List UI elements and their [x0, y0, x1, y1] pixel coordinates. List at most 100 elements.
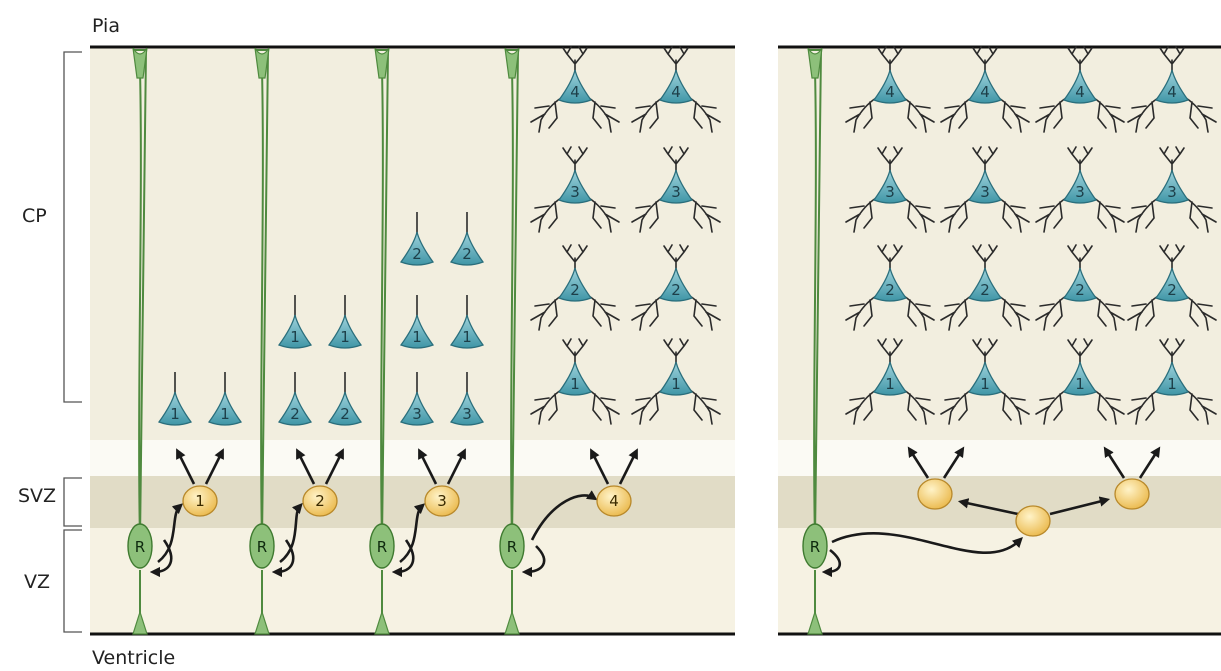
neuron-body — [872, 267, 908, 302]
neuron-output-arrow — [1103, 446, 1126, 479]
intermediate-progenitor: 2 — [302, 485, 338, 517]
neuron-layer-number: 2 — [885, 281, 895, 299]
neuron: 1 — [530, 338, 620, 425]
neuron-body — [557, 267, 593, 302]
neuron: 2 — [1035, 244, 1125, 331]
asymmetric-division-arrow — [530, 490, 598, 541]
neuron-layer-number: 1 — [290, 328, 300, 346]
neuron-body — [658, 69, 694, 104]
neuron: 2 — [530, 244, 620, 331]
neuron: 3 — [399, 372, 435, 426]
intermediate-progenitor: 1 — [182, 485, 218, 517]
apical-dendrite — [1159, 338, 1185, 367]
radial-fiber — [504, 49, 520, 541]
neuron-layer-number: 4 — [980, 83, 990, 101]
progenitor-number: 3 — [437, 492, 447, 510]
neuron-body — [1154, 361, 1190, 396]
neuron-body — [872, 169, 908, 204]
neuron-layer-number: 1 — [885, 375, 895, 393]
neuron: 2 — [631, 244, 721, 331]
basal-dendrites — [845, 197, 935, 233]
neuron-body — [658, 169, 694, 204]
apical-dendrite — [663, 146, 689, 175]
neuron-output-arrow — [446, 448, 466, 485]
neuron-body — [967, 169, 1003, 204]
neuron-body — [967, 361, 1003, 396]
progenitor-body — [917, 478, 953, 510]
svz-band — [778, 476, 1221, 528]
neuron-body — [327, 391, 363, 426]
neuron-layer-number: 4 — [1075, 83, 1085, 101]
neuron-layer-number: 3 — [462, 405, 472, 423]
apical-dendrite — [877, 146, 903, 175]
apical-dendrite — [562, 244, 588, 273]
amplifying-division-arrow — [957, 498, 1019, 516]
asymmetric-division-arrow — [279, 502, 303, 564]
neuron: 4 — [1035, 46, 1125, 133]
vz-band — [778, 528, 1221, 635]
neuron-layer-number: 1 — [1075, 375, 1085, 393]
progenitor-body — [182, 485, 218, 517]
apical-dendrite — [1067, 244, 1093, 273]
neuron-body — [967, 267, 1003, 302]
radial-glia-body — [127, 523, 153, 569]
svz-bracket — [63, 477, 82, 527]
neuron-body — [399, 231, 435, 266]
apical-dendrite — [663, 46, 689, 75]
division-arrows — [149, 446, 1161, 578]
neuron-layer-number: 1 — [570, 375, 580, 393]
progenitor-body — [1015, 505, 1051, 537]
vz-bracket — [63, 529, 82, 633]
apical-dendrite — [1067, 46, 1093, 75]
radial-glia-body — [369, 523, 395, 569]
neuron-body — [449, 231, 485, 266]
neuron: 2 — [845, 244, 935, 331]
neuron-layer-number: 4 — [570, 83, 580, 101]
ventricular-endfoot — [254, 610, 270, 635]
neuron-output-arrow — [618, 448, 638, 485]
self-renewal-arrow — [391, 539, 415, 578]
ventricle-label: Ventricle — [92, 647, 175, 669]
basal-dendrites — [631, 197, 721, 233]
neuron: 1 — [277, 295, 313, 349]
neuron: 4 — [631, 46, 721, 133]
basal-dendrites — [1035, 97, 1125, 133]
amplifying-division-arrow — [1049, 496, 1111, 516]
vz-label: VZ — [24, 571, 50, 593]
intermediate-progenitor — [1015, 505, 1051, 537]
neuron-body — [399, 314, 435, 349]
apical-dendrite — [877, 338, 903, 367]
neuron-layer-number: 2 — [671, 281, 681, 299]
radial-glia-cell: R — [127, 47, 153, 635]
neuron-layer-number: 1 — [340, 328, 350, 346]
basal-dendrites — [1035, 295, 1125, 331]
asymmetric-division-arrow — [831, 532, 1023, 554]
ventricular-endfoot — [132, 610, 148, 635]
neuron-body — [1154, 169, 1190, 204]
apical-dendrite — [562, 338, 588, 367]
neuron-output-arrow — [1138, 446, 1161, 479]
pial-endfoot — [254, 47, 270, 79]
apical-dendrite — [972, 338, 998, 367]
neuron-output-arrow — [590, 448, 610, 485]
neuron-output-arrow — [296, 448, 316, 485]
neuron-layer-number: 4 — [671, 83, 681, 101]
radial-glia-label: R — [507, 538, 517, 556]
neuron: 1 — [940, 338, 1030, 425]
apical-dendrite — [562, 146, 588, 175]
neuron-layer-number: 3 — [1167, 183, 1177, 201]
neuron-layer-number: 2 — [1167, 281, 1177, 299]
neuron: 2 — [399, 212, 435, 266]
neuron: 1 — [399, 295, 435, 349]
neuron-layer-number: 1 — [671, 375, 681, 393]
apical-dendrite — [877, 46, 903, 75]
progenitor-number: 2 — [315, 492, 325, 510]
zone-labels: Pia Ventricle CP SVZ VZ — [18, 15, 175, 669]
neuron: 3 — [1127, 146, 1217, 233]
neuron: 2 — [277, 372, 313, 426]
apical-dendrite — [562, 46, 588, 75]
neuron: 3 — [1035, 146, 1125, 233]
neuron: 1 — [207, 372, 243, 426]
radial-glia-cell: R — [369, 47, 395, 635]
